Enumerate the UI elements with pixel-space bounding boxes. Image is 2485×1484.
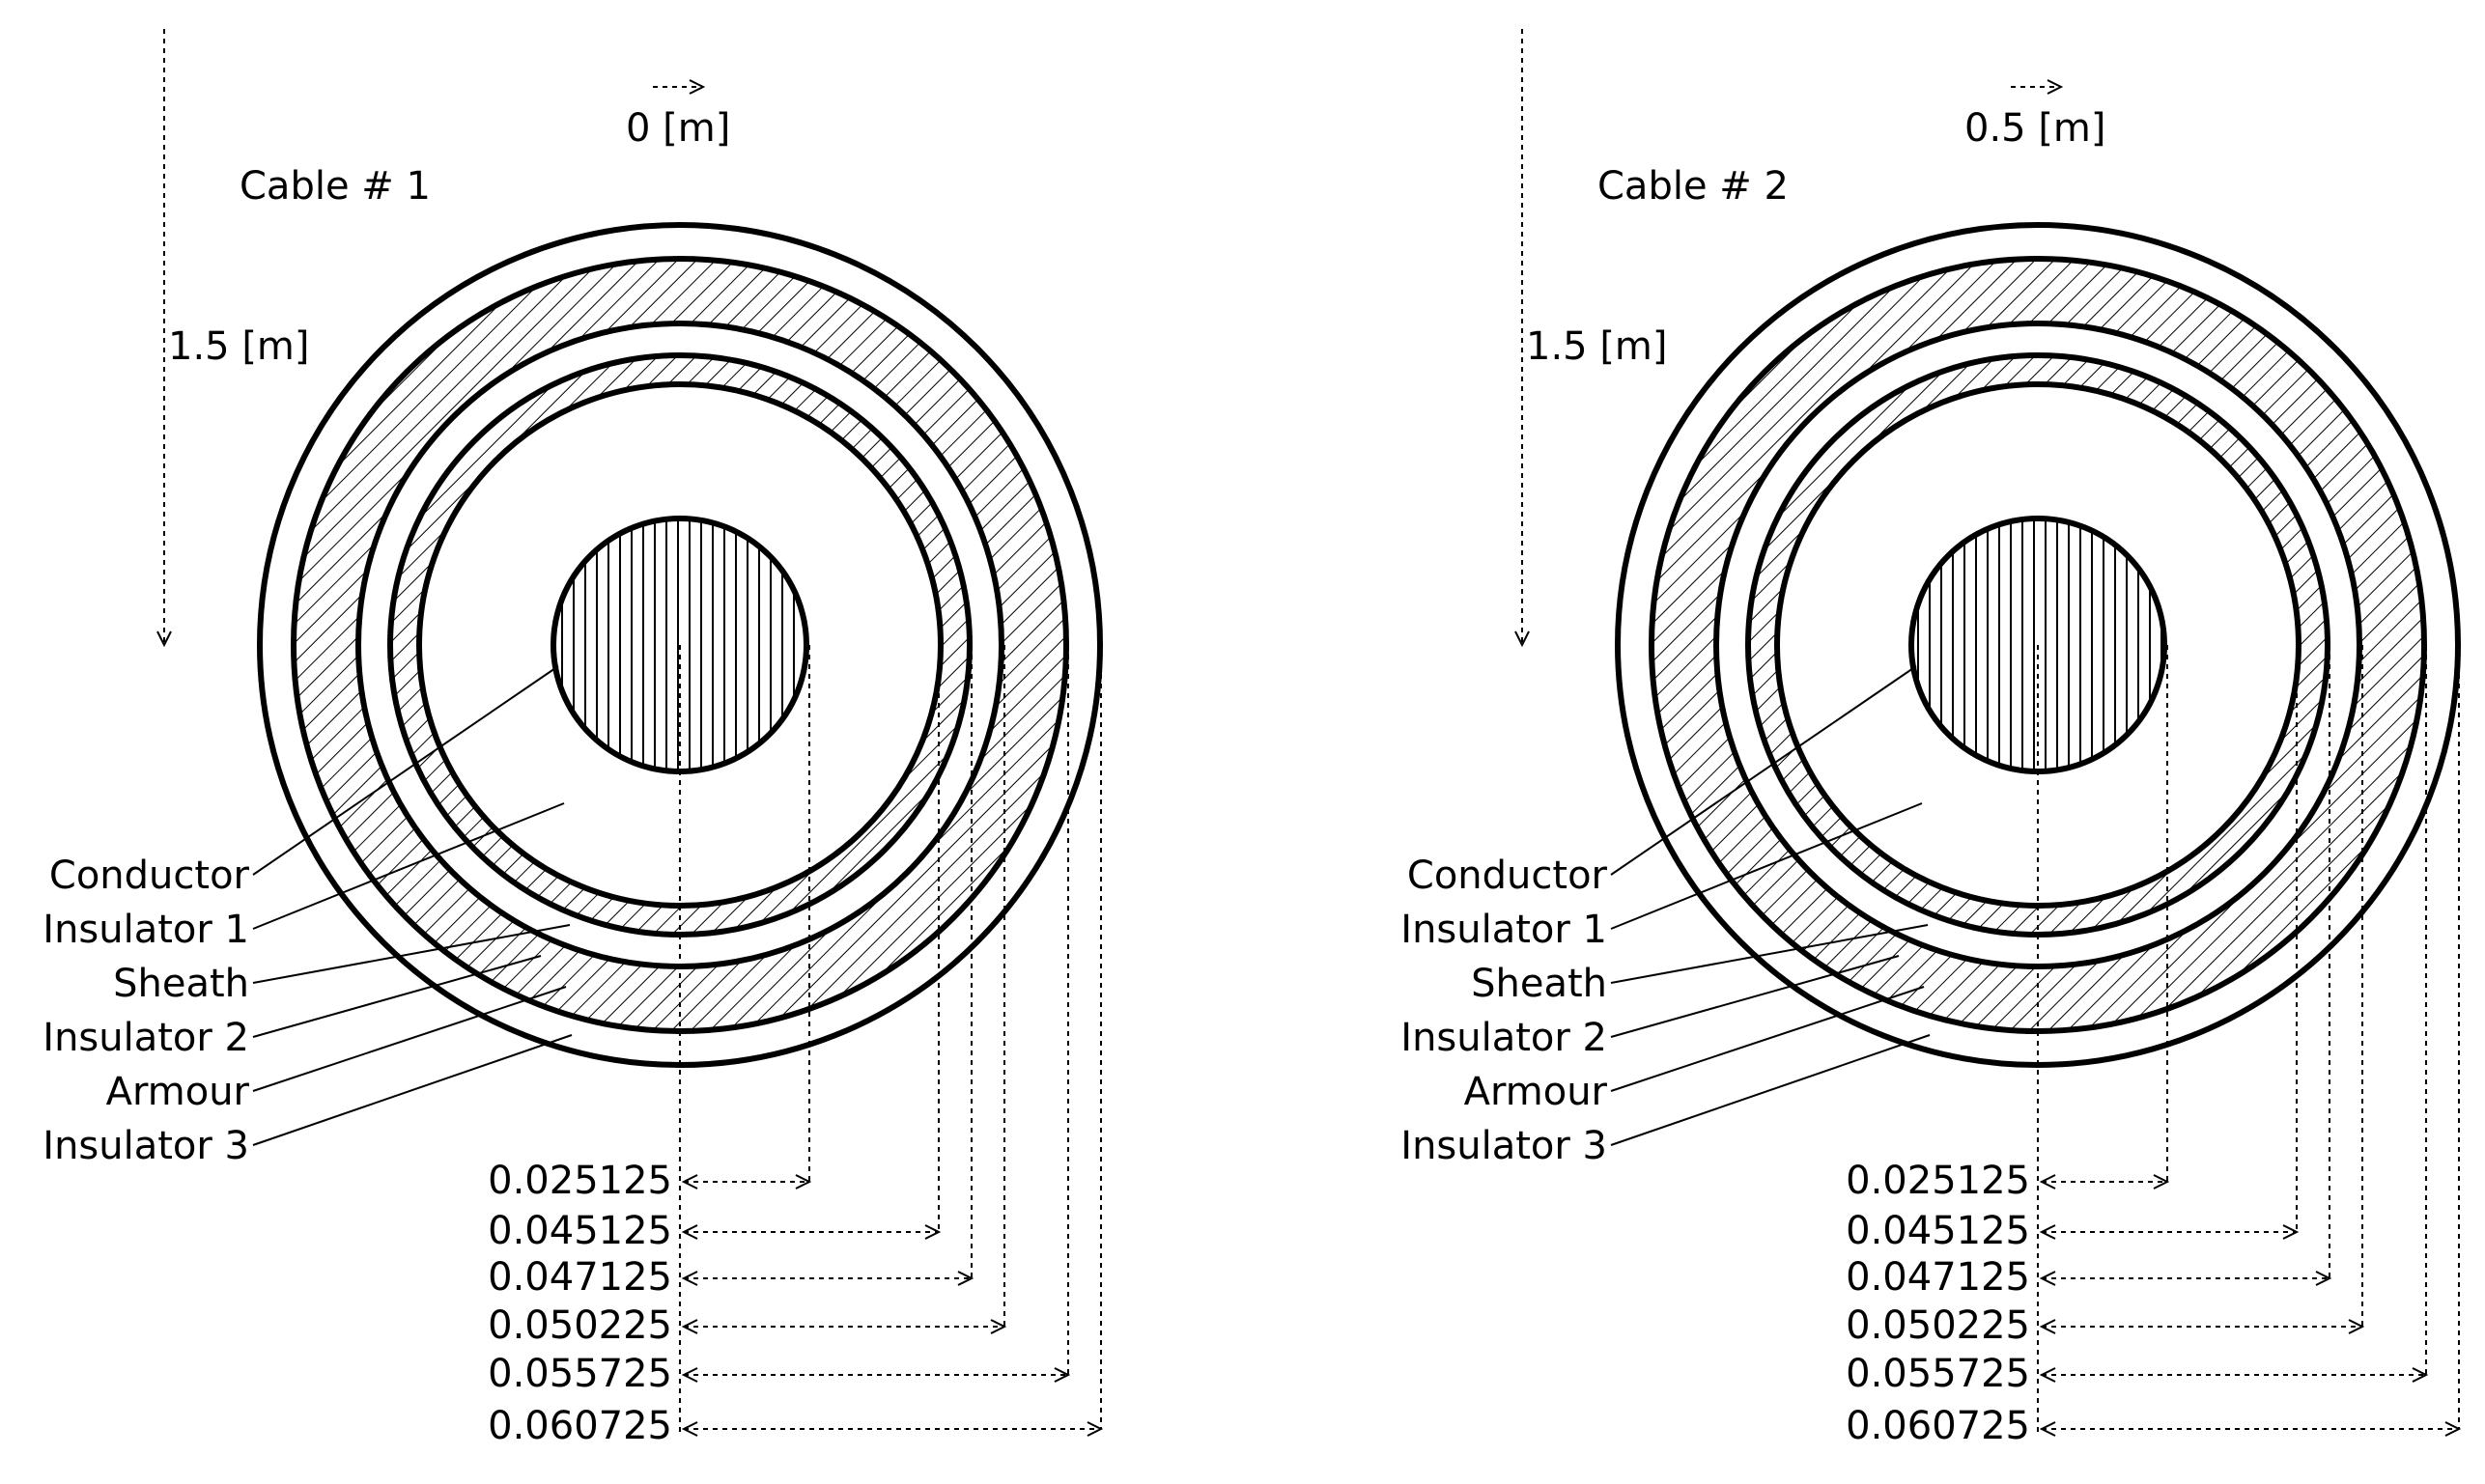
radius-value: 0.047125: [488, 1255, 672, 1300]
layer-label: Armour: [1464, 1070, 1608, 1114]
leader-sheath: [252, 924, 571, 984]
radius-value: 0.055725: [488, 1352, 672, 1396]
layer-label: Conductor: [1407, 854, 1608, 898]
depth-label: 1.5 [m]: [1526, 324, 1668, 369]
cable-2: 1.5 [m] 0.5 [m] Cable # 2 Conductor Insu…: [1400, 29, 2461, 1448]
leader-conductor: [252, 665, 559, 876]
leader-insulator-2: [1610, 955, 1900, 1038]
layer-label: Insulator 2: [1400, 1016, 1607, 1060]
leader-conductor: [1610, 665, 1917, 876]
cable-1: 1.5 [m] 0 [m] Cable # 1 Conductor Insula…: [42, 29, 1103, 1448]
layer-label: Insulator 2: [42, 1016, 249, 1060]
radius-value: 0.045125: [1846, 1209, 2030, 1253]
radius-value: 0.025125: [1846, 1159, 2030, 1203]
depth-label: 1.5 [m]: [168, 324, 310, 369]
horizontal-position-label: 0 [m]: [626, 106, 730, 151]
leader-insulator-3: [1610, 1034, 1931, 1146]
radius-value: 0.050225: [1846, 1303, 2030, 1348]
leader-armour: [1610, 986, 1925, 1092]
layer-label: Armour: [106, 1070, 250, 1114]
radius-value: 0.025125: [488, 1159, 672, 1203]
radius-value: 0.060725: [1846, 1404, 2030, 1448]
leader-insulator-1: [252, 802, 565, 930]
layer-label: Insulator 1: [1400, 908, 1607, 952]
layer-label: Conductor: [49, 854, 250, 898]
cable-title: Cable # 2: [1597, 164, 1789, 209]
radius-value: 0.045125: [488, 1209, 672, 1253]
layer-label: Insulator 1: [42, 908, 249, 952]
leader-sheath: [1610, 924, 1929, 984]
cable-title: Cable # 1: [240, 164, 431, 209]
layer-label: Sheath: [1471, 962, 1607, 1006]
layer-label: Sheath: [113, 962, 249, 1006]
layer-label: Insulator 3: [1400, 1124, 1607, 1168]
horizontal-position-label: 0.5 [m]: [1964, 106, 2106, 151]
radius-value: 0.047125: [1846, 1255, 2030, 1300]
leader-insulator-1: [1610, 802, 1923, 930]
radius-value: 0.060725: [488, 1404, 672, 1448]
leader-insulator-3: [252, 1034, 573, 1146]
radius-value: 0.050225: [488, 1303, 672, 1348]
leader-insulator-2: [252, 955, 542, 1038]
layer-label: Insulator 3: [42, 1124, 249, 1168]
radius-value: 0.055725: [1846, 1352, 2030, 1396]
leader-armour: [252, 986, 567, 1092]
